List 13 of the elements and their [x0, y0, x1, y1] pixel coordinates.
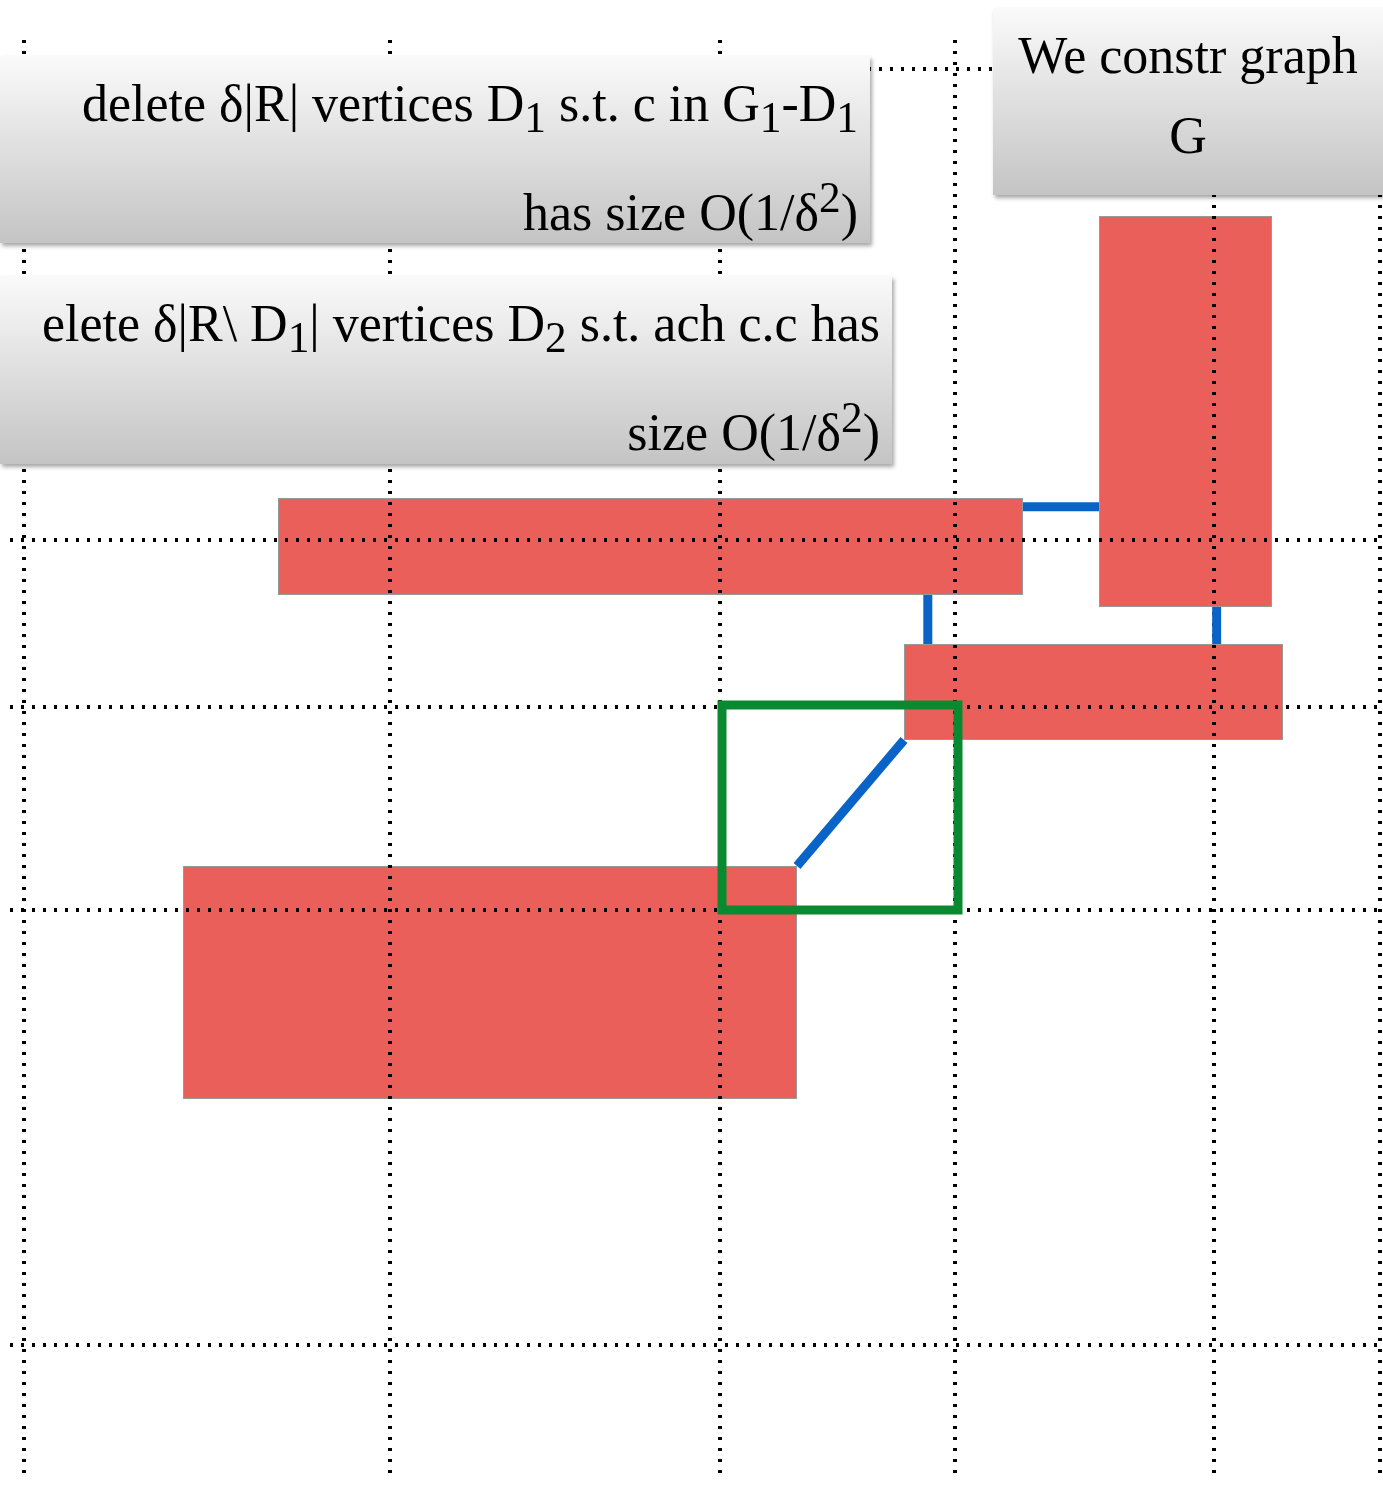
connector-line	[1023, 502, 1099, 512]
callout-text: delete δ|R| vertices D$_{1}$ s.t. c in G$_{1}$-D$_{1}$ has size O(1/δ$^{2}$)	[80, 74, 858, 244]
connector-line	[1212, 607, 1222, 644]
callout-text: We constr graph G	[1017, 26, 1359, 166]
text-callout	[0, 56, 870, 243]
component-rectangle	[278, 498, 1023, 595]
component-rectangle	[1099, 216, 1272, 607]
connector-line	[793, 737, 908, 869]
text-callout	[993, 8, 1383, 195]
component-rectangle	[183, 866, 797, 1099]
connector-line	[923, 595, 933, 644]
callout-text: elete δ|R\ D$_{1}$| vertices D$_{2}$ s.t. ach c.c has size O(1/δ$^{2}$)	[40, 294, 880, 464]
component-rectangle	[904, 644, 1283, 740]
